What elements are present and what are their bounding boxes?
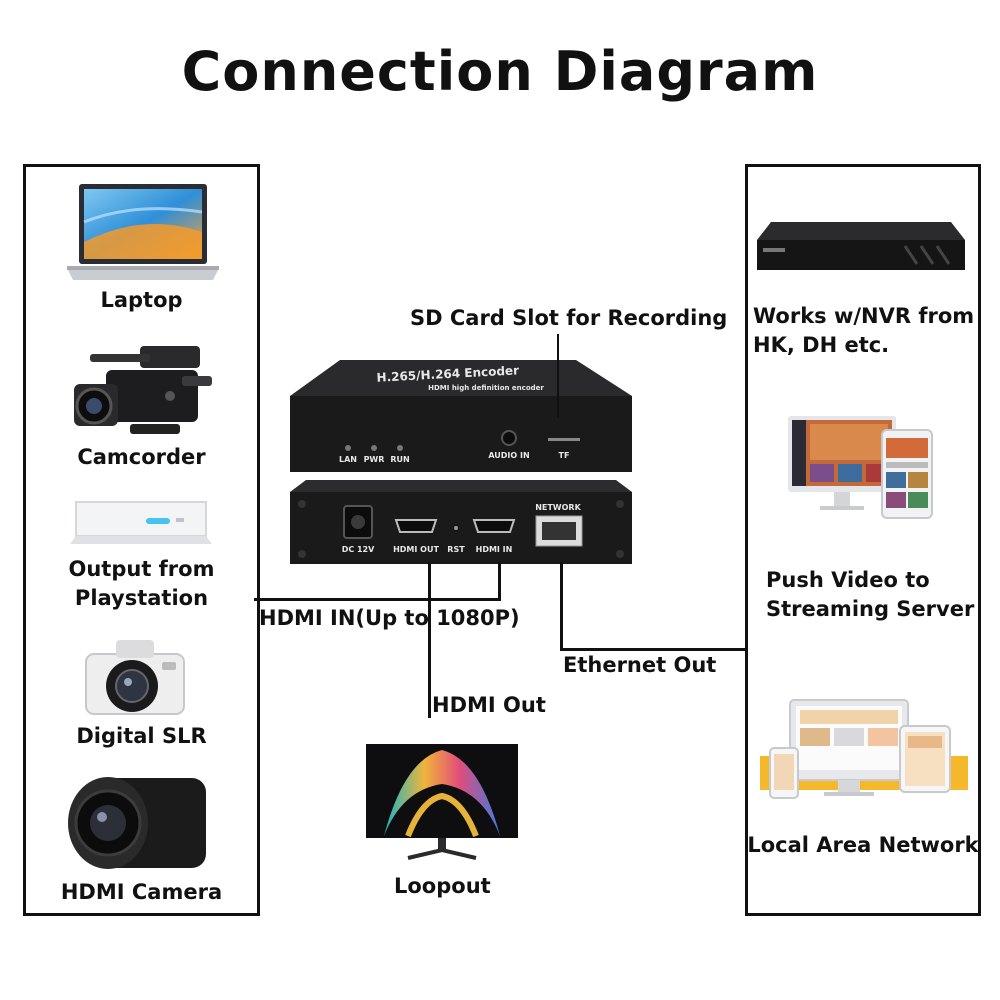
laptop-label: Laptop <box>23 286 260 315</box>
streaming-label-line-1: Push Video to <box>766 568 930 592</box>
digital-slr-label-line: Digital SLR <box>76 724 207 748</box>
lan-devices-icon <box>760 696 968 808</box>
ethernet-connector-horizontal <box>560 648 746 651</box>
lan-port-label: LAN <box>339 455 357 464</box>
hdmi-out-label: HDMI OUT <box>393 545 439 554</box>
hdmi-camera-label: HDMI Camera <box>23 878 260 907</box>
tf-label: TF <box>559 451 570 460</box>
hdmi-in-connector-vertical <box>498 562 501 600</box>
sd-card-connector-vertical <box>557 334 559 418</box>
pwr-port-label: PWR <box>364 455 385 464</box>
streaming-label: Push Video to Streaming Server <box>766 566 974 624</box>
hdmi-camera-label-line: HDMI Camera <box>60 880 223 904</box>
hdmi-in-connector-horizontal <box>254 598 501 601</box>
network-port-label: NETWORK <box>535 503 581 512</box>
encoder-subtitle-text: HDMI high definition encoder <box>428 384 544 392</box>
hdmi-in-port-label: HDMI IN <box>476 545 513 554</box>
audio-in-label: AUDIO IN <box>488 451 529 460</box>
game-console-icon <box>66 492 216 552</box>
lan-label-line: Local Area Network <box>747 833 979 857</box>
audio-in-jack <box>501 430 517 446</box>
playstation-label-line-1: Output from <box>68 557 215 581</box>
ethernet-out-callout: Ethernet Out <box>563 653 717 677</box>
monitor-icon <box>364 740 520 862</box>
rst-label: RST <box>447 545 465 554</box>
run-led <box>397 445 403 451</box>
nvr-label-line-2: HK, DH etc. <box>753 333 890 357</box>
playstation-label: Output from Playstation <box>23 555 260 613</box>
hdmi-in-callout: HDMI IN(Up to 1080P) <box>259 606 520 630</box>
streaming-screens-icon <box>786 414 936 526</box>
dc-12v-label: DC 12V <box>342 545 375 554</box>
hdmi-out-callout: HDMI Out <box>432 693 546 717</box>
lan-led <box>345 445 351 451</box>
sd-card-slot <box>548 438 580 441</box>
hdmi-camera-icon <box>62 770 212 878</box>
sd-card-callout: SD Card Slot for Recording <box>410 306 728 330</box>
ethernet-connector-vertical <box>560 562 563 651</box>
lan-label: Local Area Network <box>745 831 981 860</box>
encoder-front-view: H.265/H.264 Encoder HDMI high definition… <box>286 352 636 476</box>
run-port-label: RUN <box>390 455 409 464</box>
camcorder-label-line: Camcorder <box>77 445 206 469</box>
nvr-label: Works w/NVR from HK, DH etc. <box>753 302 974 360</box>
encoder-back-view: DC 12V HDMI OUT RST HDMI IN NETWORK <box>286 476 636 572</box>
laptop-icon <box>63 182 223 290</box>
hdmi-in-port <box>472 519 516 533</box>
nvr-icon <box>755 218 967 276</box>
nvr-label-line-1: Works w/NVR from <box>753 304 975 328</box>
digital-slr-label: Digital SLR <box>23 722 260 751</box>
laptop-label-line: Laptop <box>100 288 183 312</box>
digital-camera-icon <box>80 632 190 720</box>
camcorder-icon <box>70 336 218 442</box>
playstation-label-line-2: Playstation <box>74 586 209 610</box>
diagram-title: Connection Diagram <box>181 40 819 103</box>
pwr-led <box>371 445 377 451</box>
loopout-label: Loopout <box>394 874 491 898</box>
camcorder-label: Camcorder <box>23 443 260 472</box>
hdmi-out-connector-vertical <box>428 562 431 718</box>
hdmi-out-port <box>394 519 438 533</box>
streaming-label-line-2: Streaming Server <box>766 597 975 621</box>
